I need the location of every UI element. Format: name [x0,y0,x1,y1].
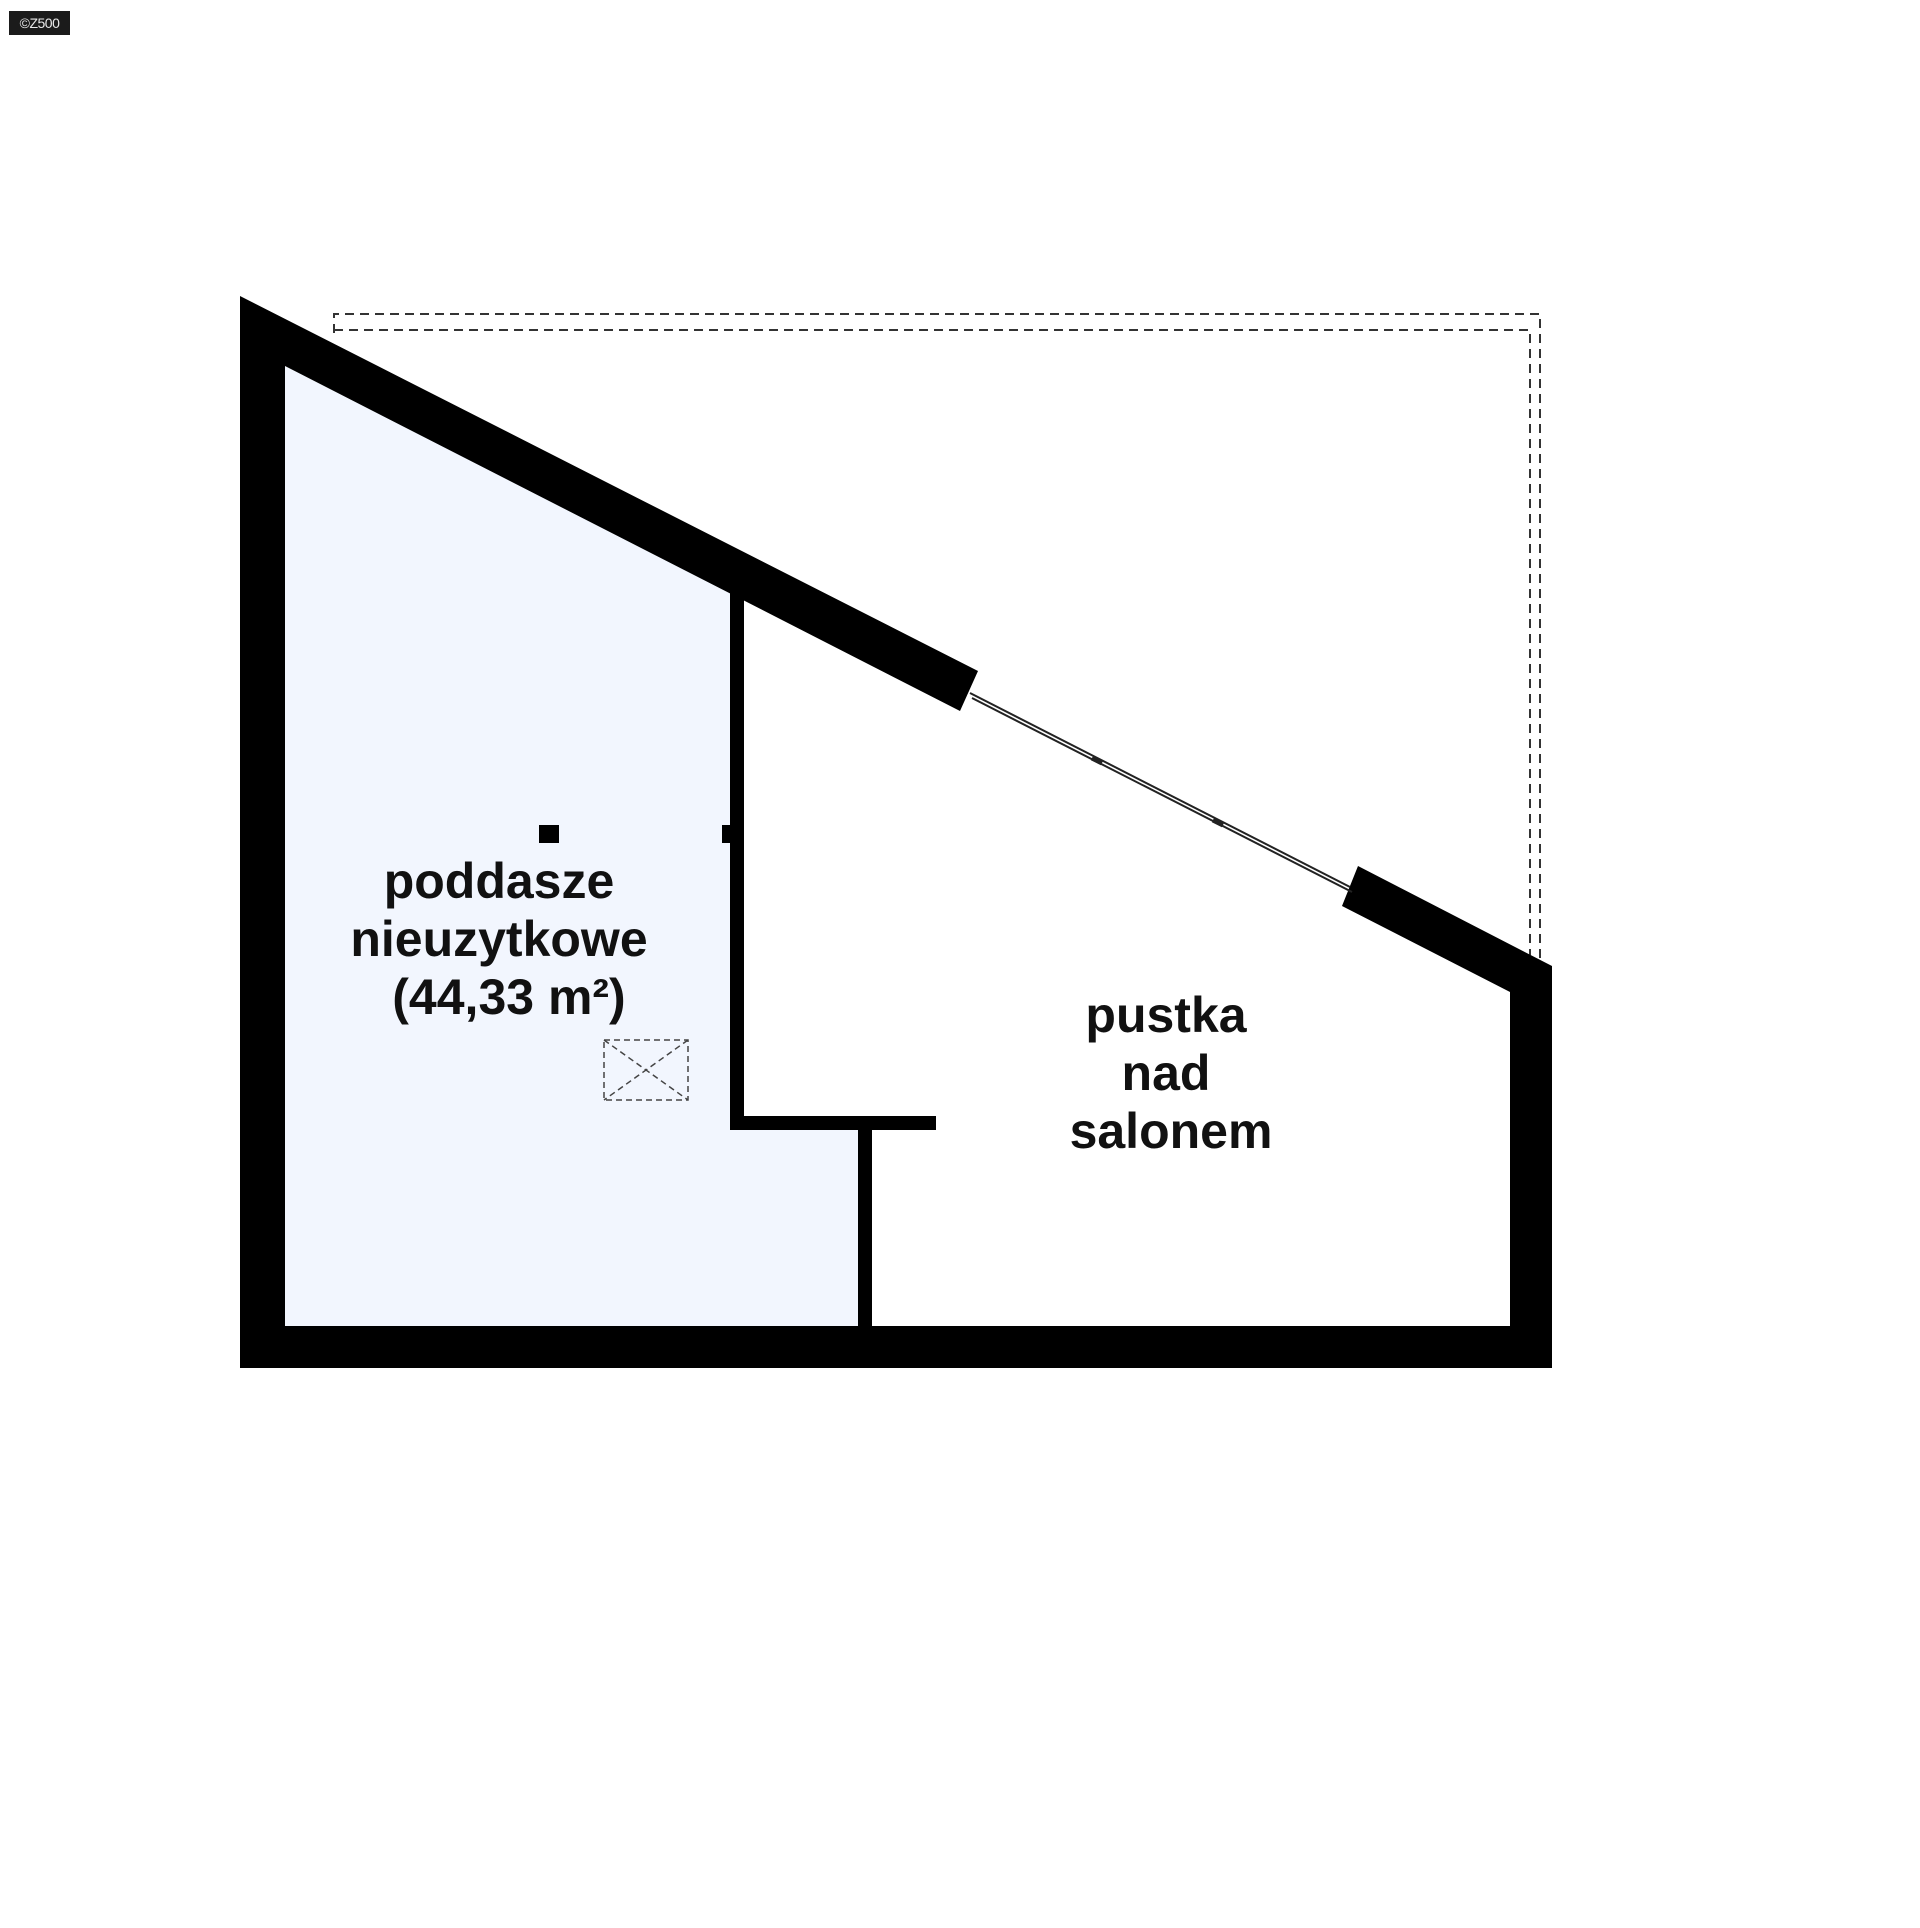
void-label: pustka nad salonem [1070,987,1273,1159]
watermark-badge: ©Z500 [9,11,70,35]
wall-horizontal-short [730,1116,936,1130]
wall-stub [722,825,732,843]
void-label-line2: nad [1122,1045,1211,1101]
chimney-icon [539,825,559,843]
wall-vertical-main [730,593,744,1124]
attic-label-line2: nieuzytkowe [350,911,647,967]
outer-walls [240,296,1552,1368]
attic-area-label: (44,33 m²) [392,969,625,1025]
attic-label: poddasze nieuzytkowe (44,33 m²) [350,853,647,1025]
roof-hatch-icon [603,1039,689,1101]
attic-floor-area [285,366,860,1326]
interior-walls [722,593,936,1326]
void-label-line1: pustka [1085,987,1247,1043]
wall-vertical-lower [858,1116,872,1326]
wall-left-bottom-right [240,296,1552,1368]
roof-overhang-outline [333,313,1541,960]
attic-label-line1: poddasze [384,853,615,909]
sloped-window [969,692,1353,893]
void-label-line3: salonem [1070,1103,1273,1159]
